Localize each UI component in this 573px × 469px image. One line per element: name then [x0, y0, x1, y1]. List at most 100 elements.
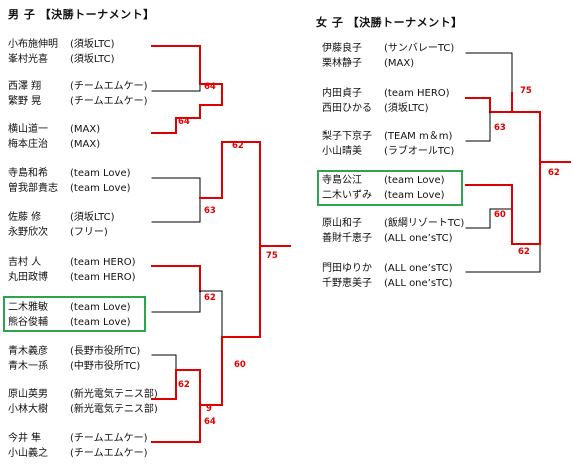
bracket-line	[199, 83, 223, 106]
player-name: 吉村 人	[8, 257, 42, 268]
player-name: 小林大樹	[8, 404, 48, 415]
score-label: 62	[232, 141, 244, 151]
player-name: 小山晴美	[322, 146, 362, 157]
player-name: 峯村光喜	[8, 54, 48, 65]
score-label: 64	[178, 117, 190, 127]
bracket-line	[151, 265, 201, 292]
player-name: 二木雅敏	[8, 302, 48, 313]
men-pair-2: 西澤 翔 (チームエムケー) 繁野 晃 (チームエムケー)	[8, 79, 148, 109]
player-name: 繁野 晃	[8, 96, 42, 107]
player-club: (MAX)	[70, 139, 101, 150]
bracket-line	[199, 290, 223, 338]
player-club: (TEAM m＆m)	[384, 131, 453, 142]
player-club: (チームエムケー)	[70, 96, 148, 107]
bracket-line	[175, 369, 201, 406]
player-club: (中野市役所TC)	[70, 361, 141, 372]
bracket-line	[465, 97, 513, 113]
bracket-line	[511, 208, 541, 245]
player-name: 青木一孫	[8, 361, 48, 372]
player-club: (飯綱リゾートTC)	[384, 218, 465, 229]
player-club: (ALL one’sTC)	[384, 233, 453, 244]
player-name: 曽我部貴志	[8, 183, 58, 194]
player-name: 伊藤良子	[322, 43, 362, 54]
score-label: 75	[266, 251, 278, 261]
player-club: (新光電気テニス部)	[70, 389, 158, 400]
score-label: 62	[204, 293, 216, 303]
women-pair-3: 梨子下京子(TEAM m＆m) 小山晴美(ラブオールTC)	[322, 129, 454, 159]
player-club: (team HERO)	[384, 88, 450, 99]
bracket-line	[199, 336, 223, 406]
player-club: (team HERO)	[70, 272, 136, 283]
player-club: (チームエムケー)	[70, 81, 148, 92]
player-name: 内田貞子	[322, 88, 362, 99]
player-club: (team HERO)	[70, 257, 136, 268]
player-club: (team Love)	[70, 168, 131, 179]
player-club: (team Love)	[70, 302, 131, 313]
score-label: 63	[204, 206, 216, 216]
highlight-box-men	[3, 296, 146, 332]
bracket-line	[465, 208, 513, 229]
player-club: (MAX)	[70, 124, 101, 135]
score-label: 75	[520, 86, 532, 96]
score-label: 64	[204, 82, 216, 92]
score-label: 62	[178, 380, 190, 390]
score-label: 63	[494, 123, 506, 133]
bracket-line	[199, 141, 223, 199]
score-label: 60	[234, 360, 246, 370]
player-club: (新光電気テニス部)	[70, 404, 158, 415]
player-name: 梨子下京子	[322, 131, 372, 142]
score-label: 62	[518, 247, 530, 257]
bracket-line	[151, 290, 201, 313]
women-pair-5: 原山和子 (飯綱リゾートTC) 善財千恵子 (ALL one’sTC)	[322, 216, 464, 246]
player-club: (MAX)	[384, 58, 415, 69]
player-name: 小布施伸明	[8, 39, 58, 50]
player-club: (チームエムケー)	[70, 433, 148, 444]
score-label: 64	[204, 417, 216, 427]
player-name: 原山和子	[322, 218, 362, 229]
player-name: 栗林静子	[322, 58, 362, 69]
player-name: 千野恵美子	[322, 278, 372, 289]
player-club: (team Love)	[384, 175, 445, 186]
men-pair-9: 原山英男 (新光電気テニス部) 小林大樹 (新光電気テニス部)	[8, 387, 158, 417]
player-name: 永野欣次	[8, 227, 48, 238]
player-club: (長野市役所TC)	[70, 346, 141, 357]
men-pair-4: 寺島和希(team Love) 曽我部貴志(team Love)	[8, 166, 131, 196]
score-label: 9	[206, 404, 212, 414]
men-pair-5: 佐藤 修(須坂LTC) 永野欣次(フリー)	[8, 210, 115, 240]
bracket-line	[465, 243, 541, 273]
score-label: 62	[548, 168, 560, 178]
bracket-line	[465, 184, 513, 210]
player-club: (team Love)	[384, 190, 445, 201]
women-pair-6: 門田ゆりか (ALL one’sTC) 千野恵美子 (ALL one’sTC)	[322, 261, 452, 291]
player-name: 西澤 翔	[8, 81, 42, 92]
player-name: 横山道一	[8, 124, 48, 135]
player-club: (team Love)	[70, 317, 131, 328]
player-club: (サンバレーTC)	[384, 43, 455, 54]
bracket-line	[151, 45, 201, 85]
player-name: 梅本庄治	[8, 139, 48, 150]
women-bracket-title: 女 子 【決勝トーナメント】	[316, 16, 463, 29]
men-pair-6: 吉村 人(team HERO) 丸田政博(team HERO)	[8, 255, 136, 285]
bracket-line	[151, 354, 177, 371]
player-club: (ALL one’sTC)	[384, 263, 453, 274]
player-name: 原山英男	[8, 389, 48, 400]
player-name: 門田ゆりか	[322, 263, 372, 274]
player-name: 二木いずみ	[322, 190, 372, 201]
player-club: (須坂LTC)	[70, 39, 115, 50]
player-club: (チームエムケー)	[70, 448, 148, 459]
bracket-line	[151, 177, 201, 199]
highlight-box-women	[317, 170, 463, 206]
player-club: (フリー)	[70, 227, 108, 238]
player-name: 善財千恵子	[322, 233, 372, 244]
player-name: 佐藤 修	[8, 212, 42, 223]
player-name: 寺島和希	[8, 168, 48, 179]
score-label: 60	[494, 210, 506, 220]
player-club: (須坂LTC)	[70, 54, 115, 65]
men-bracket-title: 男 子 【決勝トーナメント】	[8, 8, 155, 21]
player-name: 小山義之	[8, 448, 48, 459]
player-club: (ALL one’sTC)	[384, 278, 453, 289]
bracket-line	[221, 141, 261, 247]
bracket-line	[511, 92, 541, 163]
bracket-line	[465, 111, 491, 142]
